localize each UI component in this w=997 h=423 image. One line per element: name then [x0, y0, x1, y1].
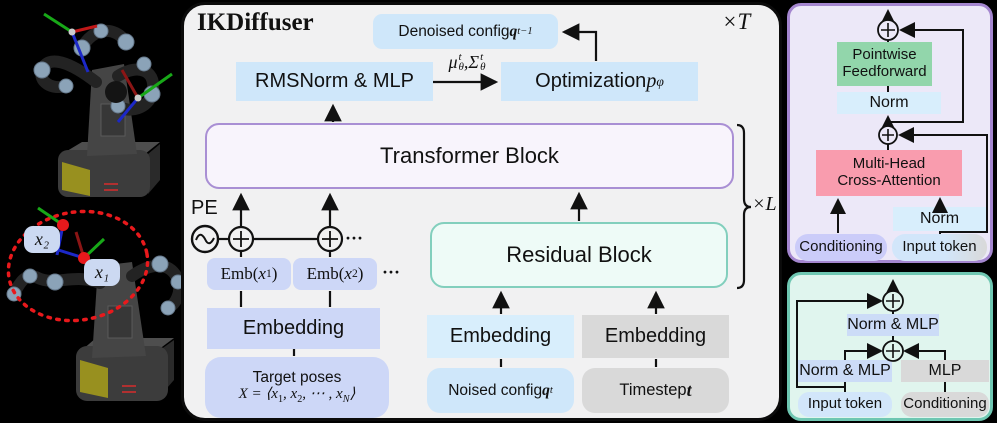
rmsnorm-mlp-box: RMSNorm & MLP	[236, 62, 433, 101]
plus-circle-icon	[877, 19, 899, 41]
repeat-times-L: ×L	[752, 193, 777, 215]
embedding-config-box: Embedding	[427, 315, 574, 358]
pose-label-x1: x₁	[84, 259, 120, 286]
conditioning-pill: Conditioning	[901, 392, 989, 417]
input-token-pill: Input token	[892, 234, 987, 261]
mlp-box: MLP	[901, 360, 989, 382]
norm-bottom-box: Norm	[893, 207, 986, 231]
panel-title: IKDiffuser	[197, 9, 314, 36]
plus-circle-icon	[882, 290, 904, 312]
pe-label: PE	[191, 197, 218, 219]
waypoint-dot	[57, 219, 69, 231]
robot-dual-arm-top-illustration	[33, 12, 173, 197]
pose-axes-icon	[43, 12, 98, 73]
target-poses-title: Target poses	[252, 369, 342, 387]
norm-top-box: Norm	[837, 92, 941, 114]
robot-base	[58, 142, 160, 197]
plus-circle-icon	[227, 225, 255, 253]
trajectory-arc	[6, 209, 150, 323]
embedding-timestep-box: Embedding	[582, 315, 729, 358]
target-poses-box: Target poses X = ⟨x1, x2, ⋯ , xN⟩	[205, 357, 389, 418]
pose-label-x2: x₂	[24, 226, 60, 253]
ellipsis-after-plus: ···	[345, 228, 364, 248]
plus-circle-icon	[882, 340, 904, 362]
timestep-box: Timestep t	[582, 368, 729, 413]
transformer-detail-panel: Pointwise Feedforward Norm Multi-Head Cr…	[787, 3, 993, 263]
norm-mlp-left-box: Norm & MLP	[798, 360, 892, 382]
plus-circle-icon	[878, 125, 898, 145]
norm-mlp-top-box: Norm & MLP	[847, 314, 939, 336]
robot-dual-arm-bottom-illustration	[6, 206, 186, 401]
residual-detail-panel: Norm & MLP Norm & MLP MLP Input token Co…	[787, 272, 993, 421]
robot-joints	[6, 255, 186, 316]
end-effector-ball	[105, 81, 127, 103]
pe-sine-icon	[190, 224, 220, 254]
embedding-targets-box: Embedding	[207, 308, 380, 349]
base-yellow-panel	[62, 162, 90, 196]
base-yellow-panel	[80, 360, 108, 398]
multi-head-cross-attention-box: Multi-Head Cross-Attention	[816, 150, 962, 196]
transformer-block: Transformer Block	[205, 123, 734, 189]
robot-torso	[92, 262, 146, 358]
repeat-brace	[736, 123, 752, 290]
plus-circle-icon	[316, 225, 344, 253]
conditioning-pill: Conditioning	[795, 234, 887, 261]
residual-block: Residual Block	[430, 222, 728, 288]
pointwise-feedforward-box: Pointwise Feedforward	[837, 42, 932, 86]
pose-axes-icon	[116, 69, 173, 123]
repeat-times-T: ×T	[722, 9, 751, 34]
target-poses-math: X = ⟨x1, x2, ⋯ , xN⟩	[238, 386, 356, 406]
input-token-pill: Input token	[798, 392, 892, 417]
ellipsis-after-emb: ···	[382, 262, 401, 282]
